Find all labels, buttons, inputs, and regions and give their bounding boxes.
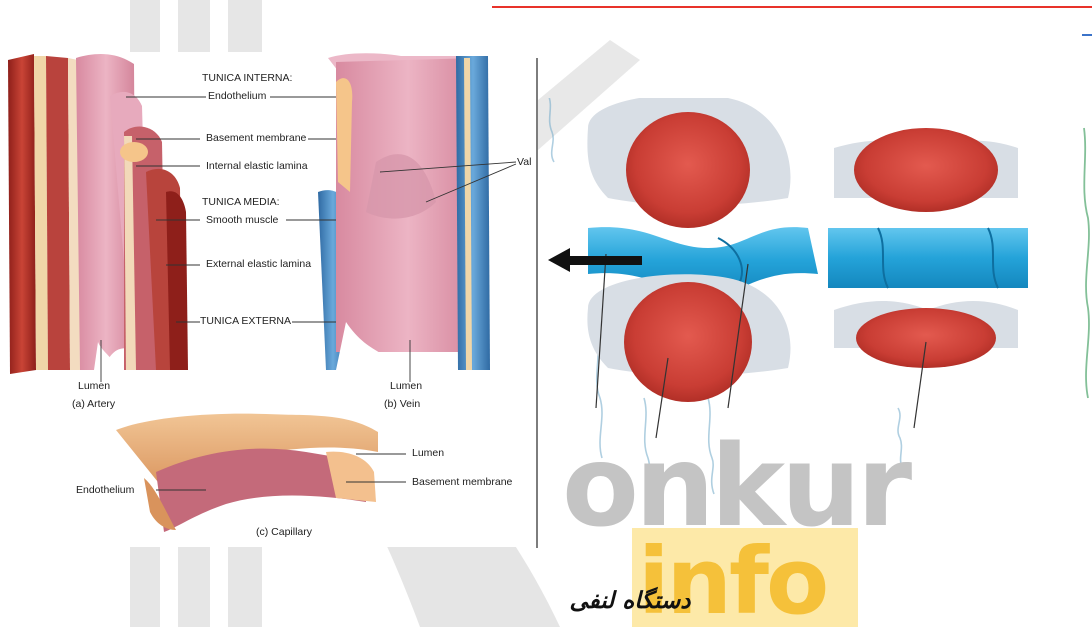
tunica-media-label: TUNICA MEDIA: [202, 196, 280, 208]
artery-caption: (a) Artery [72, 398, 115, 410]
vein-illustration [318, 53, 490, 370]
panel-divider [536, 58, 538, 548]
blood-vessel-anatomy-figure: TUNICA INTERNA: Endothelium Basement mem… [6, 52, 538, 547]
capillary-lumen-label: Lumen [412, 447, 444, 459]
compressed-muscle-vessel [587, 98, 818, 438]
internal-elastic-lamina-label: Internal elastic lamina [206, 160, 308, 172]
capillary-caption: (c) Capillary [256, 526, 312, 538]
artery-illustration [8, 54, 188, 374]
watermark-text-info: info [638, 528, 826, 635]
relaxed-muscle-vessel [828, 128, 1028, 428]
smooth-muscle-label: Smooth muscle [206, 214, 278, 226]
top-blue-dash [1082, 34, 1092, 36]
endothelium-label: Endothelium [208, 90, 266, 102]
tunica-interna-label: TUNICA INTERNA: [202, 72, 292, 84]
basement-membrane-label: Basement membrane [206, 132, 306, 144]
valve-label: Val [517, 156, 531, 168]
external-elastic-lamina-label: External elastic lamina [206, 258, 311, 270]
handwriting-right [1084, 128, 1089, 398]
capillary-endothelium-label: Endothelium [76, 484, 134, 496]
page-title: دستگاه لنفی [510, 588, 750, 614]
capillary-illustration [116, 414, 378, 532]
vein-caption: (b) Vein [384, 398, 420, 410]
vessel-illustrations [6, 52, 538, 547]
top-red-line [492, 6, 1092, 8]
tunica-externa-label: TUNICA EXTERNA [200, 315, 291, 327]
vein-lumen-label: Lumen [390, 380, 422, 392]
artery-lumen-label: Lumen [78, 380, 110, 392]
capillary-basement-membrane-label: Basement membrane [412, 476, 512, 488]
